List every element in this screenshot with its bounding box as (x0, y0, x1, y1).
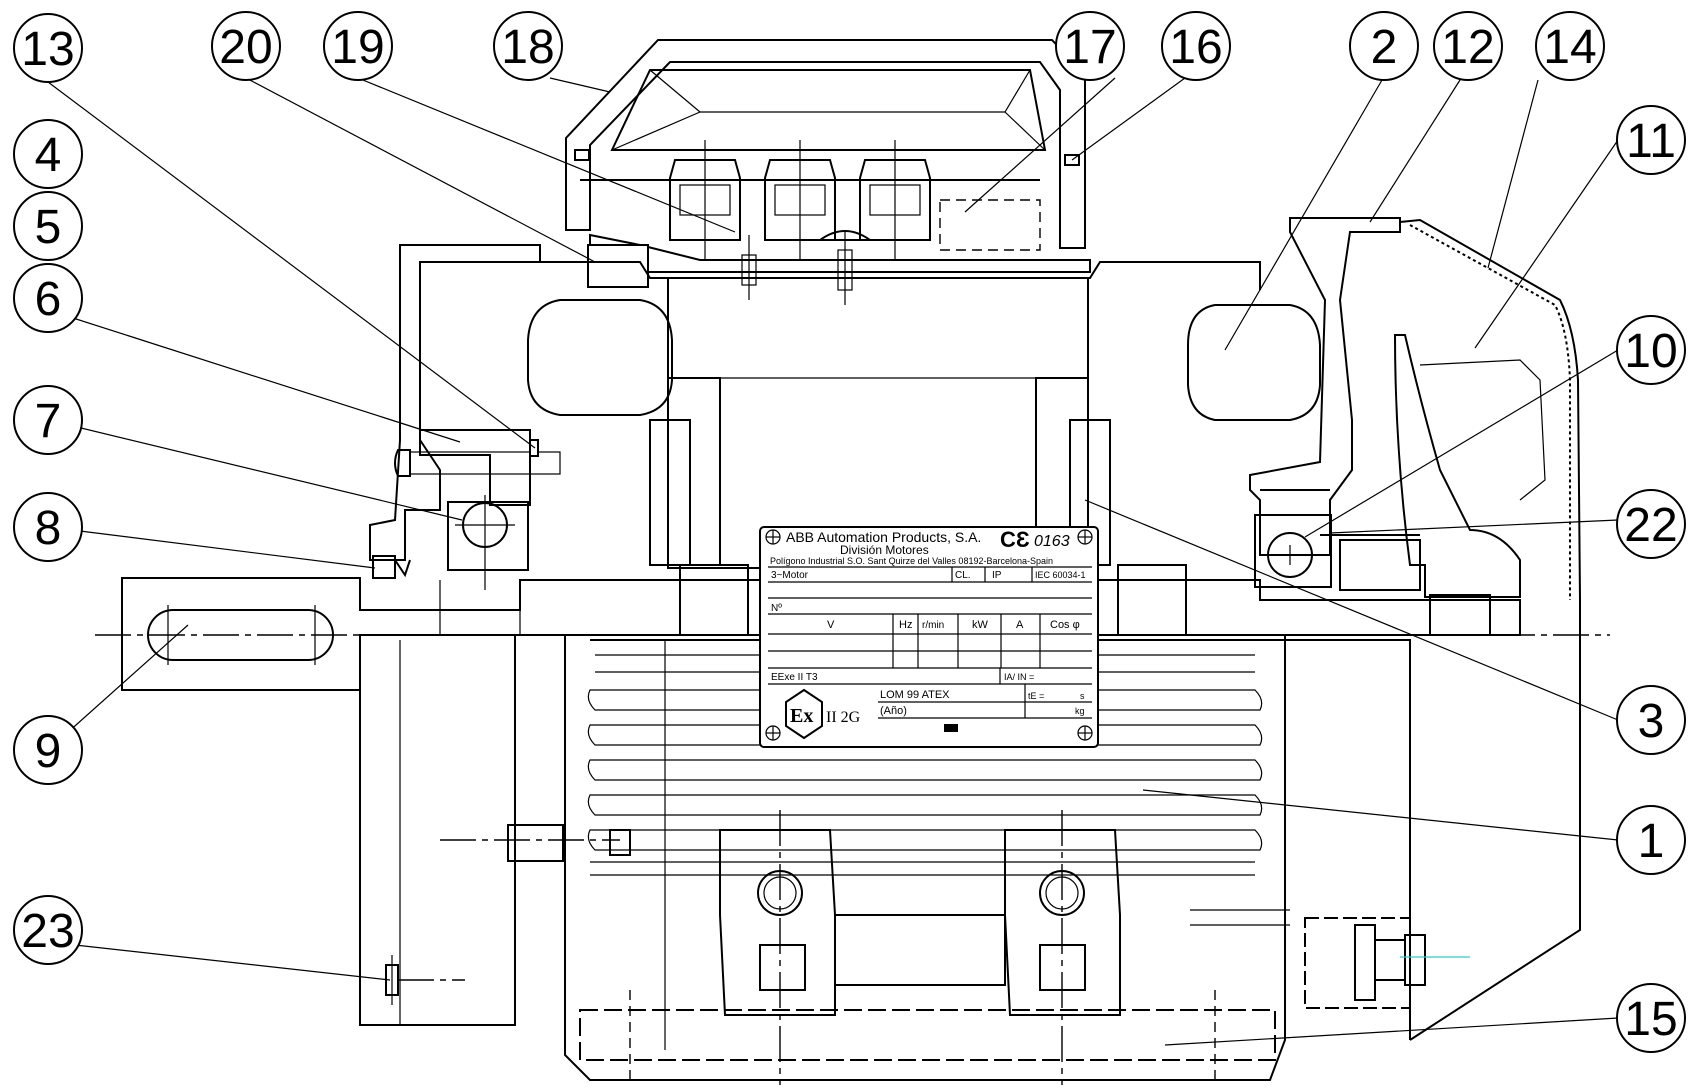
plate-company: ABB Automation Products, S.A. (786, 529, 981, 545)
end-shield-nondrive (1249, 217, 1421, 591)
callout-13: 13 (13, 13, 83, 83)
callout-17-number: 17 (1063, 21, 1116, 74)
callout-14: 14 (1535, 11, 1605, 81)
terminal-box (565, 39, 1091, 305)
plate-group: II 2G (826, 709, 861, 726)
callout-11: 11 (1616, 105, 1686, 175)
callout-3: 3 (1616, 685, 1686, 755)
callout-1-number: 1 (1638, 815, 1665, 868)
callout-22: 22 (1616, 489, 1686, 559)
callout-15-number: 15 (1624, 993, 1677, 1046)
callout-12: 12 (1433, 11, 1503, 81)
plate-kg-unit: kg (1075, 706, 1085, 716)
callout-18-number: 18 (501, 21, 554, 74)
plate-col-hz: Hz (899, 619, 912, 631)
plate-s-unit: s (1080, 691, 1085, 701)
terminal-2 (764, 140, 836, 260)
plate-ia-in: IA/ IN = (1004, 672, 1034, 682)
plate-col-rpm: r/min (922, 620, 944, 631)
callout-16: 16 (1161, 11, 1231, 81)
foot-bolts (579, 810, 1276, 1085)
callout-3-number: 3 (1638, 695, 1665, 748)
grounding-terminal (1190, 909, 1470, 1009)
callout-9-number: 9 (35, 725, 62, 778)
callout-14-number: 14 (1543, 21, 1596, 74)
callout-7-number: 7 (35, 395, 62, 448)
terminal-3 (859, 140, 931, 260)
callout-4-number: 4 (35, 129, 62, 182)
plate-lom: LOM 99 ATEX (880, 689, 950, 701)
plate-col-kw: kW (972, 619, 989, 631)
callout-20: 20 (211, 11, 281, 81)
callout-13-number: 13 (21, 23, 74, 76)
rating-plate: ABB Automation Products, S.A. CƐ 0163 Di… (759, 526, 1099, 748)
stator-core (540, 261, 1261, 569)
end-shield-drive (369, 244, 561, 590)
callout-7: 7 (13, 385, 83, 455)
callout-2: 2 (1349, 11, 1419, 81)
plate-cl: CL. (955, 570, 971, 581)
plate-year: (Año) (880, 705, 907, 717)
winding-left (527, 299, 673, 416)
callout-23-number: 23 (21, 905, 74, 958)
plate-te: tE = (1028, 691, 1044, 701)
callout-19-number: 19 (331, 21, 384, 74)
callout-1: 1 (1616, 805, 1686, 875)
callout-12-number: 12 (1441, 21, 1494, 74)
plate-ip: IP (992, 570, 1002, 581)
callout-22-number: 22 (1624, 499, 1677, 552)
plate-division: División Motores (840, 543, 929, 557)
callout-2-number: 2 (1371, 21, 1398, 74)
callout-15: 15 (1616, 983, 1686, 1053)
terminal-1 (669, 140, 741, 260)
callout-17: 17 (1055, 11, 1125, 81)
winding-right (1187, 304, 1321, 421)
plate-ex-symbol: Ex (790, 705, 813, 727)
callout-4: 4 (13, 119, 83, 189)
fan (1393, 334, 1546, 598)
plate-standard: IEC 60034-1 (1035, 570, 1086, 580)
callout-23: 23 (13, 895, 83, 965)
callout-10-number: 10 (1624, 325, 1677, 378)
plate-col-a: A (1016, 619, 1024, 631)
callout-5-number: 5 (35, 201, 62, 254)
plate-logo-icon (944, 724, 958, 732)
plate-number-label: Nº (771, 603, 782, 614)
leader-lines (47, 77, 1619, 1046)
callout-5: 5 (13, 191, 83, 261)
plate-ce-mark: CƐ (1000, 527, 1030, 552)
callout-11-number: 11 (1626, 115, 1676, 168)
plate-col-v: V (827, 619, 835, 631)
callout-8: 8 (13, 492, 83, 562)
callout-20-number: 20 (219, 21, 272, 74)
callout-8-number: 8 (35, 502, 62, 555)
plate-exe: EExe II T3 (771, 672, 818, 683)
ex-hexagon-icon (785, 688, 823, 740)
drain-plug (385, 955, 465, 1005)
plate-address: Polígono Industrial S.O. Sant Quirze del… (770, 556, 1053, 566)
plate-motor-type: 3~Motor (771, 570, 809, 581)
plate-ce-number: 0163 (1034, 533, 1070, 550)
callout-18: 18 (493, 11, 563, 81)
frame-body (359, 634, 1411, 1081)
callout-16-number: 16 (1169, 21, 1222, 74)
callout-9: 9 (13, 715, 83, 785)
callout-19: 19 (323, 11, 393, 81)
callout-6-number: 6 (35, 273, 62, 326)
callout-6: 6 (13, 263, 83, 333)
callouts: 13 20 19 18 17 16 2 12 14 4 5 6 7 8 9 23… (13, 11, 1686, 1053)
callout-10: 10 (1616, 315, 1686, 385)
plate-col-cos: Cos φ (1050, 619, 1080, 631)
